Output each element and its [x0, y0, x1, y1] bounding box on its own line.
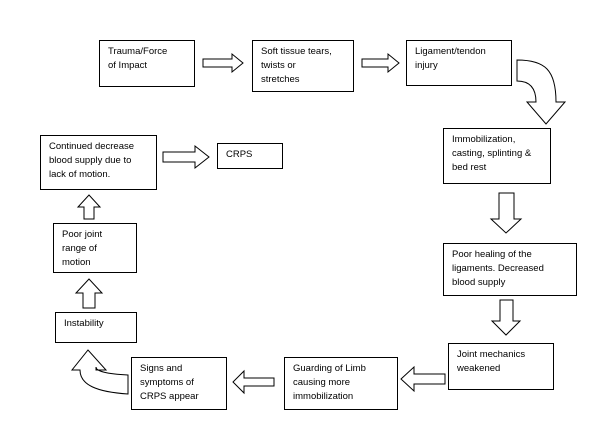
- node-continued: Continued decrease blood supply due to l…: [40, 135, 157, 190]
- node-instability-label: Instability: [64, 318, 104, 329]
- arrow-curve-up: [70, 349, 129, 395]
- node-ligament-label: Ligament/tendon injury: [415, 46, 486, 71]
- node-trauma-label: Trauma/Force of Impact: [108, 46, 168, 71]
- node-poor-healing: Poor healing of the ligaments. Decreased…: [443, 243, 577, 296]
- node-immobilization-label: Immobilization, casting, splinting & bed…: [452, 134, 532, 173]
- node-signs-label: Signs and symptoms of CRPS appear: [140, 363, 199, 402]
- node-continued-label: Continued decrease blood supply due to l…: [49, 141, 135, 180]
- arrow-down-1: [489, 192, 523, 234]
- node-poor-healing-label: Poor healing of the ligaments. Decreased…: [452, 249, 544, 288]
- arrow-down-2: [490, 299, 522, 336]
- node-guarding: Guarding of Limb causing more immobiliza…: [284, 357, 398, 410]
- node-crps-label: CRPS: [226, 149, 253, 160]
- arrow-left-2: [232, 369, 275, 395]
- node-instability: Instability: [55, 312, 137, 343]
- arrow-left-1: [400, 365, 446, 393]
- node-poor-rom-label: Poor joint range of motion: [62, 229, 103, 268]
- node-immobilization: Immobilization, casting, splinting & bed…: [443, 128, 551, 184]
- node-guarding-label: Guarding of Limb causing more immobiliza…: [293, 363, 366, 402]
- node-joint-mechanics-label: Joint mechanics weakened: [457, 349, 526, 374]
- arrow-curve-down: [516, 59, 567, 125]
- arrow-right-crps: [162, 144, 210, 170]
- node-soft-tissue: Soft tissue tears, twists or stretches: [252, 40, 354, 92]
- arrow-right-1: [202, 52, 244, 74]
- node-signs: Signs and symptoms of CRPS appear: [131, 357, 227, 410]
- arrow-up-2: [76, 194, 102, 220]
- node-crps: CRPS: [217, 143, 283, 169]
- node-joint-mechanics: Joint mechanics weakened: [448, 343, 554, 390]
- node-poor-rom: Poor joint range of motion: [53, 223, 137, 273]
- arrow-right-2: [361, 52, 400, 74]
- node-ligament: Ligament/tendon injury: [406, 40, 512, 86]
- node-soft-tissue-label: Soft tissue tears, twists or stretches: [261, 46, 332, 85]
- node-trauma: Trauma/Force of Impact: [99, 40, 195, 87]
- arrow-up-1: [74, 278, 104, 309]
